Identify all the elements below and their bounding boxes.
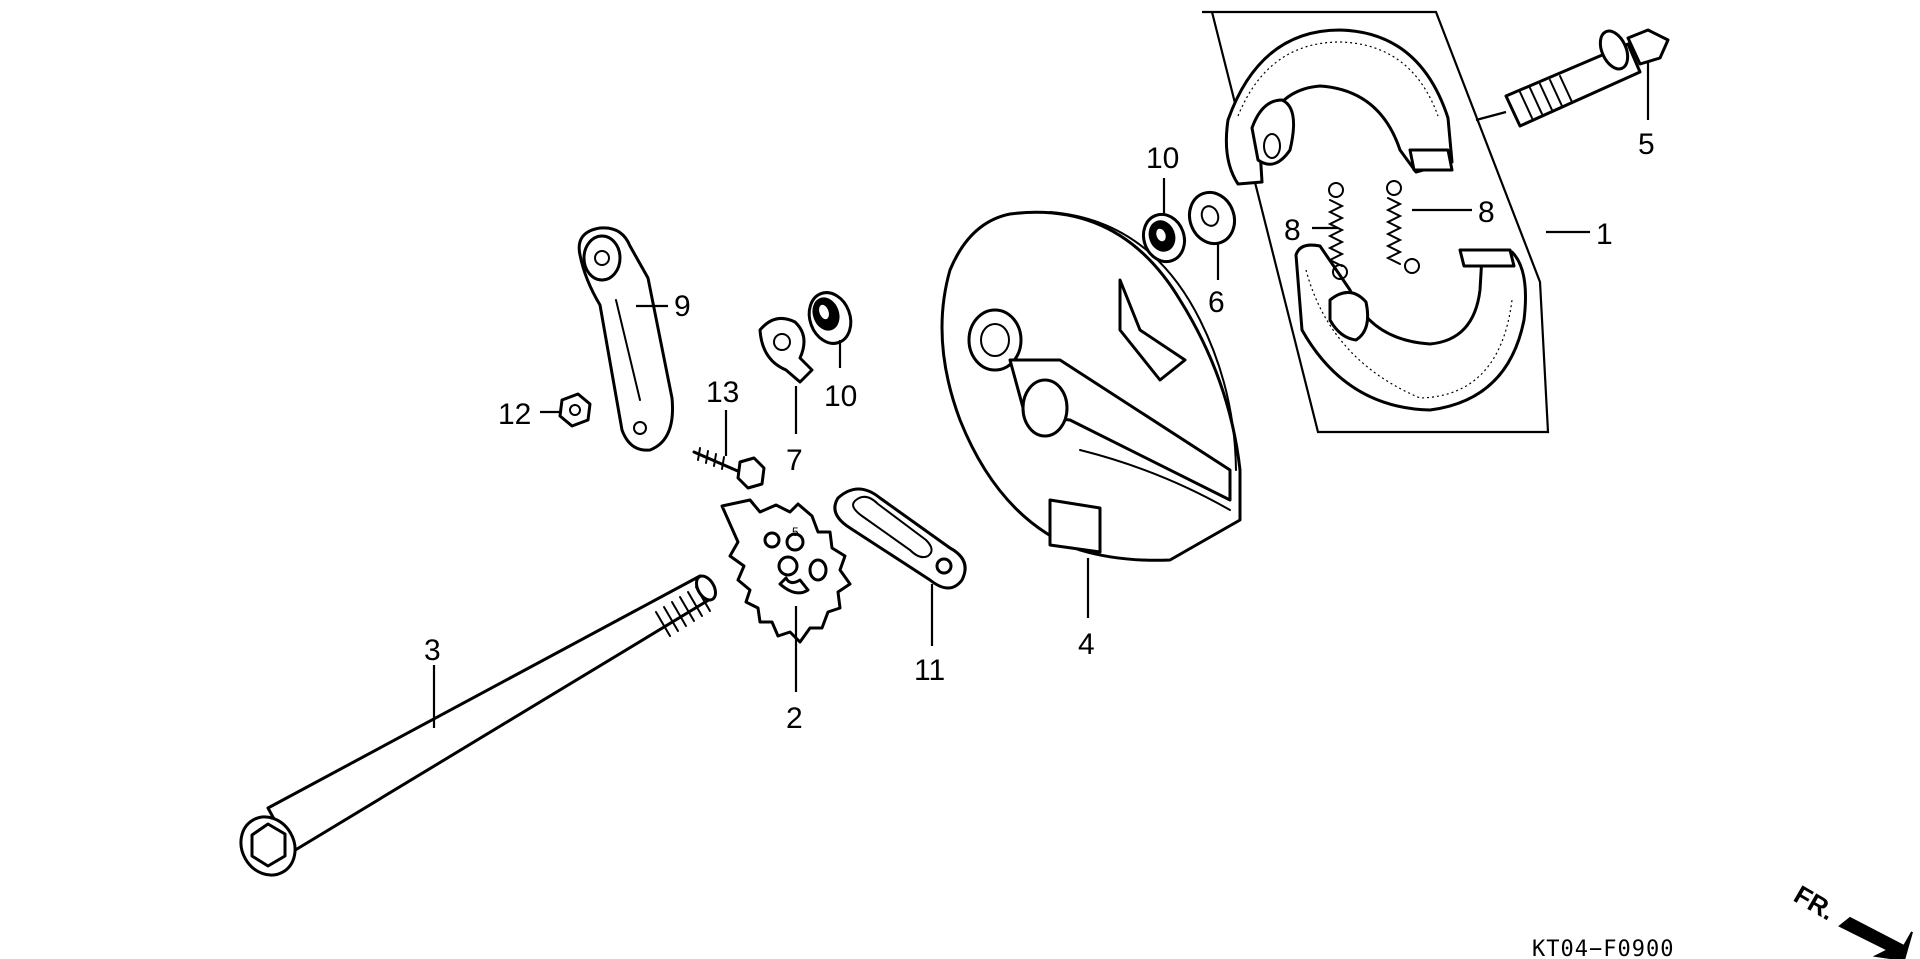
spring-part-left: [1327, 182, 1348, 280]
leader-lines: [432, 62, 1650, 728]
callout-3: 3: [424, 634, 441, 667]
svg-text:5: 5: [792, 525, 799, 539]
brake-shoe-set-part: [1202, 10, 1550, 434]
front-direction-indicator: FR.: [1789, 879, 1913, 959]
sprocket-part: 5: [720, 498, 852, 644]
washer-part: [1187, 190, 1237, 246]
nut-part: [558, 392, 592, 428]
front-direction-label: FR.: [1789, 879, 1840, 926]
callout-10-left: 10: [824, 380, 857, 413]
callout-9: 9: [674, 290, 691, 323]
callout-11: 11: [914, 654, 945, 687]
chain-adjuster-part: [833, 487, 967, 590]
callout-1: 1: [1596, 218, 1613, 251]
bolt-part: [692, 447, 766, 490]
brake-panel-part: [940, 210, 1242, 562]
front-arrow-icon: [1838, 916, 1913, 959]
brake-cam-part: [1475, 28, 1670, 128]
oil-seal-part-left: [807, 291, 853, 345]
callout-13: 13: [706, 376, 739, 409]
figure-code: KT04−F0900: [1532, 937, 1674, 959]
axle-part: [239, 574, 717, 877]
callout-2: 2: [786, 702, 803, 735]
spring-part-right: [1385, 180, 1420, 274]
callout-7: 7: [786, 444, 803, 477]
oil-seal-part-right: [1141, 212, 1187, 264]
callout-8-left: 8: [1284, 214, 1301, 247]
brake-arm-part: [577, 226, 675, 452]
tab-washer-part: [758, 316, 814, 384]
callout-12: 12: [498, 398, 531, 431]
callout-8-right: 8: [1478, 196, 1495, 229]
callout-10-right: 10: [1146, 142, 1179, 175]
callout-labels: 1 2 3 4 5 6 7 8 8 9 10 10 11 12 13: [424, 128, 1655, 735]
callout-4: 4: [1078, 628, 1095, 661]
callout-5: 5: [1638, 128, 1655, 161]
callout-6: 6: [1208, 286, 1225, 319]
